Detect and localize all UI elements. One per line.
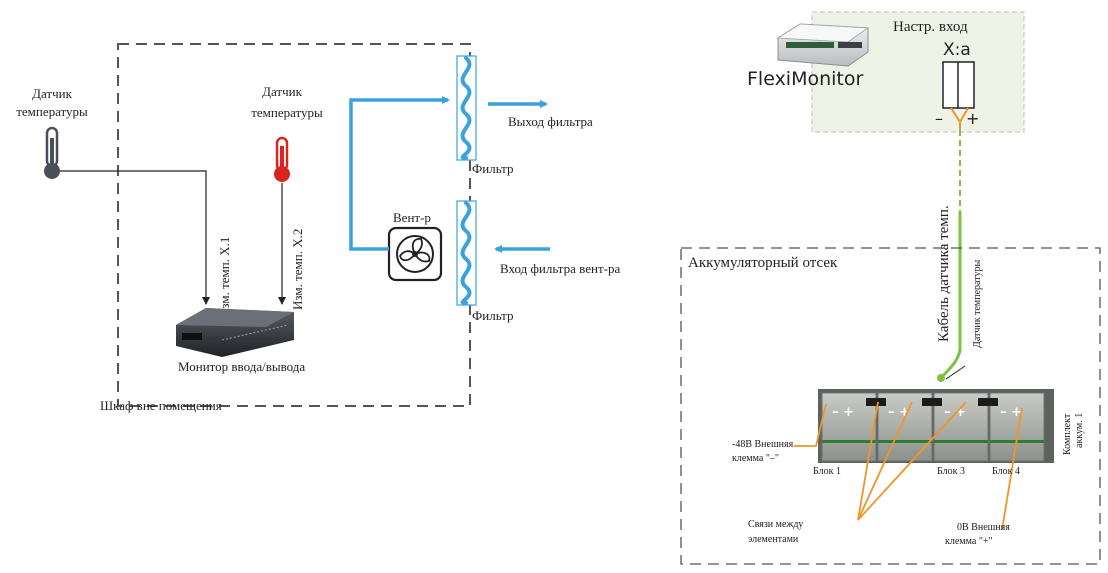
wire-sensor1 xyxy=(60,170,210,305)
thermometer-icon xyxy=(44,126,60,179)
meas2-label: Изм. темп. X.2 xyxy=(290,229,305,310)
svg-text:– +: – + xyxy=(944,405,966,420)
battery-terminals: – + – + – + – + xyxy=(832,405,1022,420)
connector-fork xyxy=(950,107,969,130)
sensor-cable: Кабель датчика темп. Датчик температуры xyxy=(936,130,983,382)
battery-room-border xyxy=(680,247,1101,565)
neg-terminal-line1: -48B Внешняя xyxy=(732,439,794,450)
fan-label: Вент-р xyxy=(393,210,431,225)
config-box xyxy=(811,11,1025,133)
cable-solid xyxy=(940,212,962,378)
sensor1-label-line1: Датчик xyxy=(32,86,72,101)
connector-plus: + xyxy=(966,109,979,128)
connector-terminal xyxy=(942,61,975,109)
sensor-wires: Изм. темп. X.1 Изм. темп. X.2 xyxy=(60,170,305,318)
callout-lines xyxy=(794,401,1023,531)
fan-filter-in-label: Вход фильтра вент-ра xyxy=(500,261,620,276)
filter-out-label: Выход фильтра xyxy=(508,114,593,129)
fleximonitor-device-icon xyxy=(776,23,870,67)
pos-terminal-line1: 0B Внешняя xyxy=(957,522,1010,533)
filter-top: Фильтр xyxy=(456,55,514,176)
cable-label: Кабель датчика темп. xyxy=(936,205,952,342)
monitor-label: Монитор ввода/вывода xyxy=(178,359,305,374)
svg-text:– +: – + xyxy=(832,405,854,420)
pos-terminal-line2: клемма "+" xyxy=(945,536,993,547)
kit-label-line2: аккум. 1 xyxy=(1074,413,1085,448)
connector-minus: – xyxy=(935,109,943,128)
interconnect-straps xyxy=(866,398,998,406)
thermometer-red-icon xyxy=(274,136,290,182)
airflow: Выход фильтра Вход фильтра вент-ра xyxy=(349,96,620,276)
interconnect-line2: элементами xyxy=(748,534,799,545)
temperature-sensor-1: Датчик температуры xyxy=(16,86,88,179)
filter-bottom: Фильтр xyxy=(456,200,514,323)
battery-annotations: -48B Внешняя клемма "–" Блок 1 Блок 3 Бл… xyxy=(732,439,1020,547)
fan: Вент-р xyxy=(387,210,443,282)
svg-text:– +: – + xyxy=(1000,405,1022,420)
io-monitor-device: Монитор ввода/вывода xyxy=(176,308,305,374)
connector-label: X:a xyxy=(943,40,971,60)
meas1-label: Изм. темп. X.1 xyxy=(217,237,232,318)
battery-room-label: Аккумуляторный отсек xyxy=(688,255,838,271)
battery-block-4 xyxy=(989,392,1045,462)
sensor2-label-line2: температуры xyxy=(251,105,323,120)
sensor-lead xyxy=(945,365,966,380)
sensor2-label-line1: Датчик xyxy=(262,84,302,99)
filter-bottom-label: Фильтр xyxy=(472,308,514,323)
block4-label: Блок 4 xyxy=(992,466,1020,477)
block1-label: Блок 1 xyxy=(813,466,841,477)
fan-icon xyxy=(396,235,434,273)
svg-text:– +: – + xyxy=(888,405,910,420)
battery-room-label-bg xyxy=(684,251,890,273)
interconnect-line1: Связи между xyxy=(748,519,803,530)
cable-sensor-dot xyxy=(937,374,945,382)
battery-bank: – + – + – + – + Комплект аккум. 1 xyxy=(818,389,1085,463)
block3-label: Блок 3 xyxy=(937,466,965,477)
temperature-sensor-2: Датчик температуры xyxy=(251,84,323,182)
kit-label-line1: Комплект xyxy=(1062,413,1073,455)
filter-top-label: Фильтр xyxy=(472,161,514,176)
filter-top-wave xyxy=(460,56,472,160)
fleximonitor-config: FlexiMonitor Настр. вход X:a – + xyxy=(747,11,1025,133)
device-name: FlexiMonitor xyxy=(747,68,863,90)
sensor-small-label: Датчик температуры xyxy=(972,260,983,348)
filter-bottom-wave xyxy=(460,201,472,305)
cabinet-label: Шкаф вне помещения xyxy=(100,398,222,413)
neg-terminal-line2: клемма "–" xyxy=(732,453,779,464)
airflow-loop xyxy=(349,96,450,251)
sensor1-label-line2: температуры xyxy=(16,104,88,119)
battery-room: Аккумуляторный отсек xyxy=(680,247,1101,565)
io-monitor-icon xyxy=(176,308,294,357)
config-input-title: Настр. вход xyxy=(893,19,968,35)
